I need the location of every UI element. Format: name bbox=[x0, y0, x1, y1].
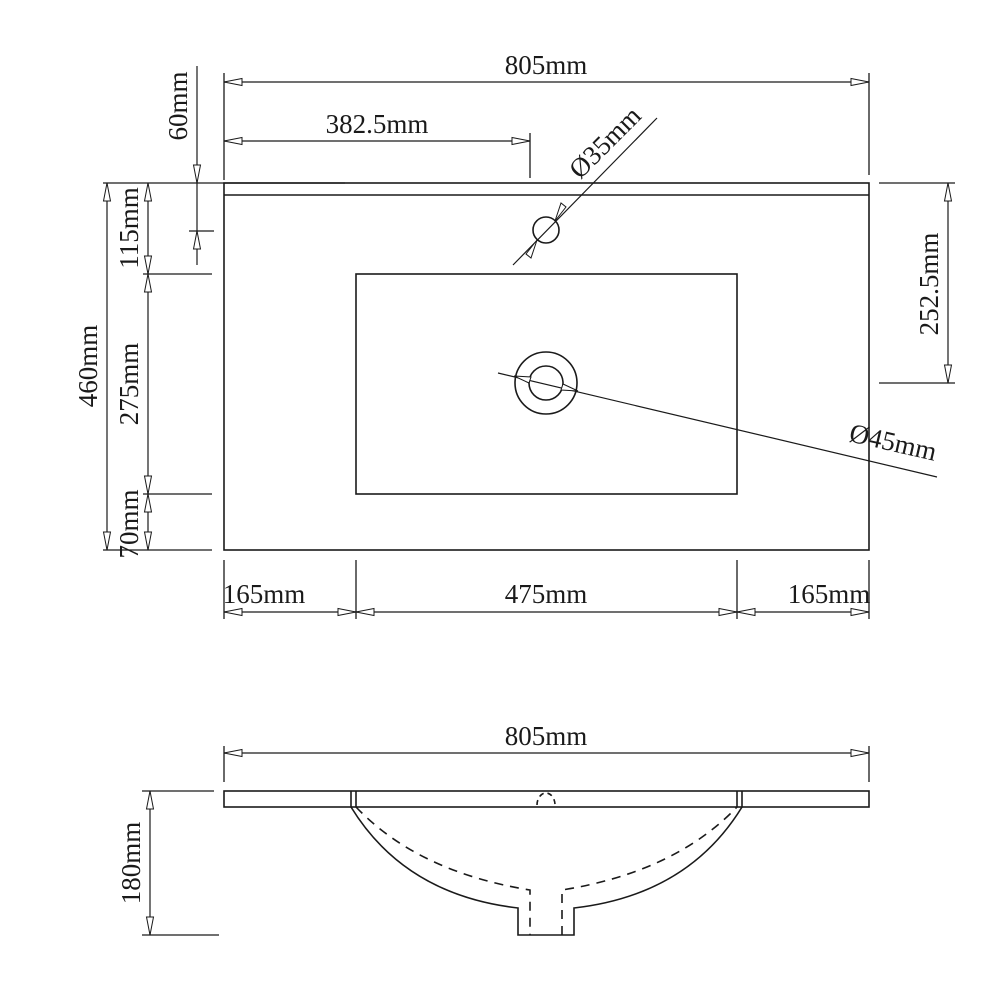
dim-label: 460mm bbox=[73, 325, 103, 408]
dim-overall-depth: 460mm bbox=[73, 182, 112, 551]
dim-label: 805mm bbox=[505, 721, 588, 751]
dim-label: 805mm bbox=[505, 50, 588, 80]
faucet-hole bbox=[532, 216, 560, 244]
bowl-inner bbox=[355, 806, 738, 935]
dim-back-to-drain: 252.5mm bbox=[879, 182, 955, 384]
dim-basin-chain: 115mm 275mm 70mm bbox=[103, 182, 212, 559]
dim-label: 252.5mm bbox=[914, 233, 944, 336]
dim-height: 180mm bbox=[116, 790, 219, 936]
side-view: 805mm 180mm bbox=[116, 721, 870, 936]
dim-label: 60mm bbox=[163, 71, 193, 140]
dim-label: 382.5mm bbox=[326, 109, 429, 139]
dim-overall-width-top: 805mm bbox=[223, 50, 870, 180]
dim-drain-diameter: Ø45mm bbox=[497, 372, 940, 478]
top-view: 805mm 382.5mm Ø35mm Ø45mm bbox=[73, 50, 955, 619]
dim-faucet-offset: 382.5mm bbox=[223, 109, 531, 178]
basin-outline bbox=[355, 273, 738, 495]
countertop-side bbox=[223, 790, 870, 808]
dim-back-edge: 60mm bbox=[103, 66, 345, 265]
dim-label: 275mm bbox=[114, 343, 144, 426]
dim-label: 475mm bbox=[505, 579, 588, 609]
countertop-outline bbox=[223, 182, 870, 551]
dim-label: 180mm bbox=[116, 822, 146, 905]
drain-outer-ring bbox=[514, 351, 578, 415]
dim-width-chain: 165mm 475mm 165mm bbox=[223, 560, 871, 619]
dim-overall-width-side: 805mm bbox=[223, 721, 870, 782]
bowl-outer bbox=[350, 806, 743, 936]
dim-label: 115mm bbox=[114, 187, 144, 269]
dim-label: 165mm bbox=[223, 579, 306, 609]
dim-label: 165mm bbox=[788, 579, 871, 609]
overflow-hole bbox=[536, 792, 556, 806]
dim-label: 70mm bbox=[114, 489, 144, 558]
drain-hole bbox=[528, 365, 564, 401]
